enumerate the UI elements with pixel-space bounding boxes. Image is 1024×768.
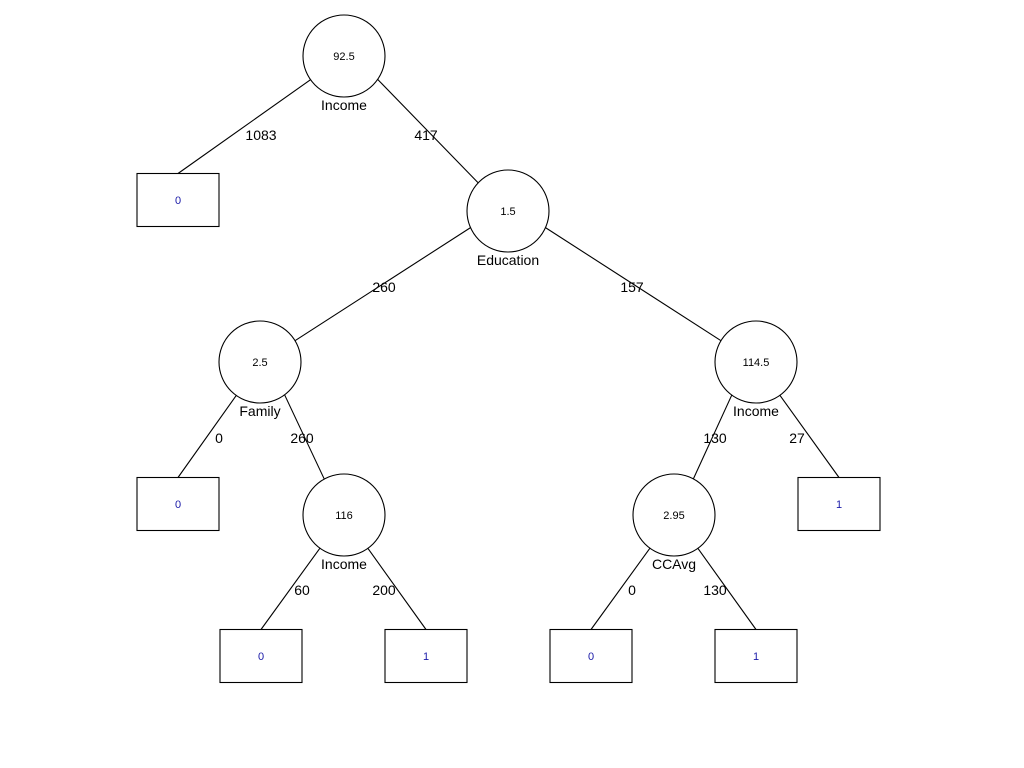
split-node-circle — [466, 169, 550, 253]
nodes-layer: 92.5Income1.5Education2.5Family114.5Inco… — [218, 14, 798, 572]
tree-edge — [367, 548, 427, 630]
leaf-class-value: 1 — [836, 499, 842, 511]
edge-labels-layer: 1083 417 260 157 0 260 130 27 60 200 0 130 — [215, 127, 805, 598]
tree-edge — [260, 547, 321, 630]
leaf-class-value: 0 — [175, 499, 181, 511]
split-feature-label: Education — [477, 252, 539, 268]
leaf-box — [714, 628, 798, 684]
split-feature-label: Income — [733, 403, 779, 419]
split-node-circle — [302, 473, 386, 557]
leaves-layer: 0 0 1 0 1 0 1 — [136, 172, 881, 684]
tree-edge — [590, 547, 651, 630]
leaf-box — [384, 628, 468, 684]
leaf-class-value: 1 — [423, 651, 429, 663]
split-threshold: 114.5 — [743, 357, 770, 369]
split-threshold: 2.5 — [252, 357, 267, 369]
leaf-node-leaf-b: 0 — [136, 476, 220, 532]
edge-count-label: 0 — [628, 582, 636, 598]
tree-edge — [377, 79, 479, 184]
leaf-box — [136, 172, 220, 228]
split-feature-label: Income — [321, 556, 367, 572]
tree-edge — [692, 394, 733, 480]
tree-edge — [284, 394, 325, 480]
split-threshold: 92.5 — [333, 51, 354, 63]
split-feature-label: Family — [239, 403, 280, 419]
tree-edge — [697, 548, 757, 630]
tree-edge — [294, 227, 471, 342]
leaf-class-value: 0 — [258, 651, 264, 663]
leaf-class-value: 0 — [175, 195, 181, 207]
tree-edge — [177, 79, 311, 174]
split-feature-label: Income — [321, 97, 367, 113]
edge-count-label: 27 — [789, 430, 805, 446]
edge-count-label: 1083 — [245, 127, 276, 143]
split-node-circle — [632, 473, 716, 557]
split-threshold: 2.95 — [663, 510, 684, 522]
edge-count-label: 130 — [703, 582, 727, 598]
split-node-circle — [218, 320, 302, 404]
edges-layer — [177, 79, 840, 630]
leaf-box — [136, 476, 220, 532]
tree-edge — [545, 227, 722, 342]
edge-count-label: 0 — [215, 430, 223, 446]
split-threshold: 1.5 — [500, 206, 515, 218]
edge-count-label: 260 — [372, 279, 396, 295]
split-feature-label: CCAvg — [652, 556, 696, 572]
split-threshold: 116 — [335, 510, 353, 522]
leaf-node-leaf-c: 1 — [797, 476, 881, 532]
leaf-node-leaf-e: 1 — [384, 628, 468, 684]
split-node-circle — [302, 14, 386, 98]
tree-edge — [779, 394, 840, 478]
leaf-box — [549, 628, 633, 684]
edge-count-label: 417 — [414, 127, 438, 143]
leaf-class-value: 0 — [588, 651, 594, 663]
edge-count-label: 200 — [372, 582, 396, 598]
leaf-node-leaf-d: 0 — [219, 628, 303, 684]
edge-count-label: 130 — [703, 430, 727, 446]
edge-count-label: 260 — [290, 430, 314, 446]
leaf-class-value: 1 — [753, 651, 759, 663]
split-node-circle — [714, 320, 798, 404]
leaf-node-leaf-f: 0 — [549, 628, 633, 684]
tree-edge — [177, 395, 237, 478]
edge-count-label: 157 — [620, 279, 644, 295]
leaf-node-leaf-g: 1 — [714, 628, 798, 684]
leaf-box — [797, 476, 881, 532]
leaf-node-leaf-a: 0 — [136, 172, 220, 228]
leaf-box — [219, 628, 303, 684]
edge-count-label: 60 — [294, 582, 310, 598]
